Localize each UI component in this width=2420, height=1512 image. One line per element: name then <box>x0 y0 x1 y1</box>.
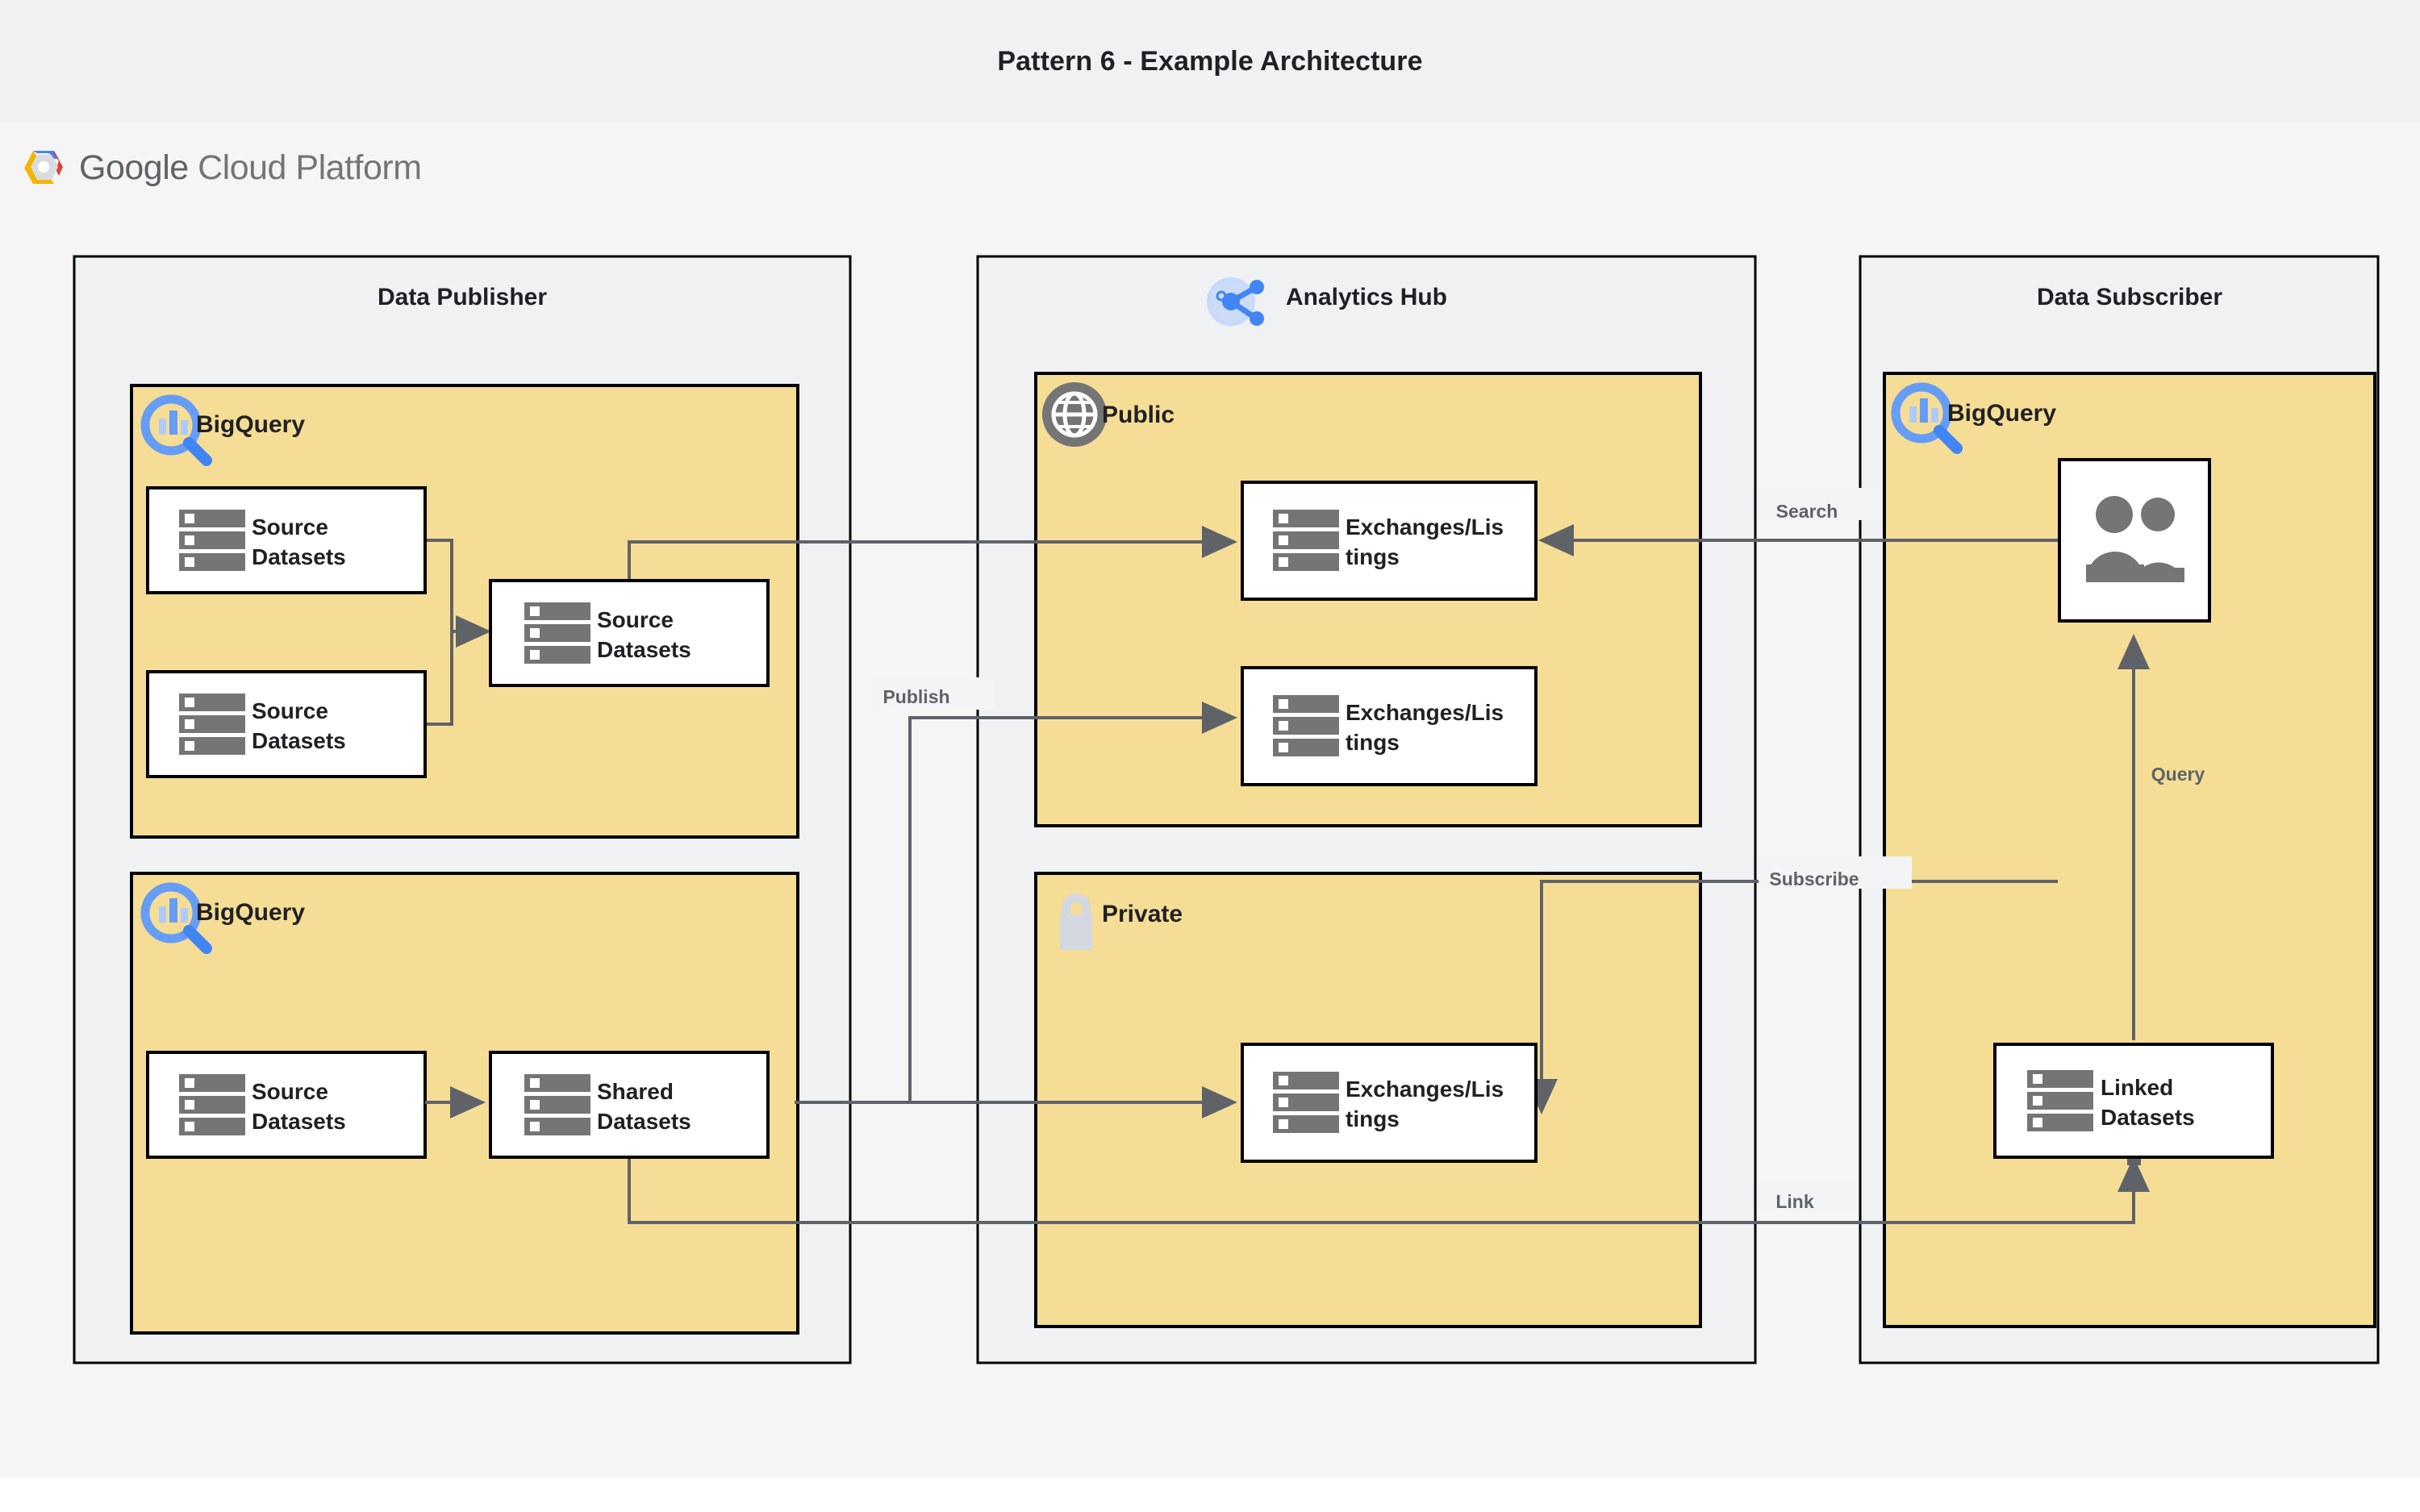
gcp-logo: Google Cloud Platform <box>23 147 422 189</box>
edge-label-query-text: Query <box>2151 764 2205 785</box>
dataset-icon <box>179 510 245 571</box>
connector-src2-to-src3 <box>425 631 453 726</box>
node-users[interactable] <box>2058 458 2211 623</box>
node-linked-ds[interactable]: Linked Datasets <box>1993 1043 2274 1159</box>
dataset-icon <box>1273 695 1339 756</box>
users-icon <box>2086 496 2184 582</box>
lock-icon <box>1060 893 1092 950</box>
panel-hub-private-title: Private <box>1102 901 1183 927</box>
connector-src3-to-exch-public-1 <box>628 526 1237 582</box>
panel-hub-public-title: Public <box>1102 402 1175 428</box>
edge-label-subscribe: Subscribe <box>1759 856 1912 889</box>
node-src-ds-3-label-line2: Datasets <box>597 637 691 662</box>
connector-src1-to-src3 <box>425 539 453 631</box>
panel-hub-private[interactable]: Private <box>1034 872 1702 1328</box>
panel-publisher-bigquery-top-title: BigQuery <box>196 411 305 438</box>
connector-link-to-linked-datasets <box>628 1155 2150 1224</box>
node-src-ds-3[interactable]: Source Datasets <box>489 579 770 687</box>
node-exch-public-1[interactable]: Exchanges/Lis tings <box>1241 481 1538 601</box>
dataset-icon <box>179 694 245 755</box>
node-src-ds-2-label-line1: Source <box>252 698 328 723</box>
edge-label-link: Link <box>1759 1179 1855 1212</box>
node-src-ds-1-label-line2: Datasets <box>252 544 346 569</box>
edge-label-publish: Publish <box>873 677 994 710</box>
dataset-icon <box>1273 1072 1339 1133</box>
node-exch-private-1-label-line2: tings <box>1346 1106 1400 1131</box>
node-exch-public-1-label-line1: Exchanges/Lis <box>1346 514 1504 539</box>
zone-analytics-hub-title: Analytics Hub <box>1286 284 1447 310</box>
gcp-hexagon-icon <box>24 151 63 184</box>
node-exch-public-2[interactable]: Exchanges/Lis tings <box>1241 666 1538 786</box>
node-linked-ds-label-line2: Datasets <box>2101 1105 2195 1130</box>
node-src-ds-2[interactable]: Source Datasets <box>146 670 427 778</box>
bigquery-magnifier-icon <box>140 394 212 466</box>
edge-label-search: Search <box>1759 488 1880 522</box>
bigquery-magnifier-icon <box>1891 382 1963 454</box>
page-title: Pattern 6 - Example Architecture <box>997 45 1423 77</box>
node-users-rect <box>2058 458 2211 623</box>
connector-subscribe-path <box>1540 880 2058 1102</box>
zone-data-subscriber-title: Data Subscriber <box>2037 284 2222 310</box>
node-src-ds-1[interactable]: Source Datasets <box>146 486 427 594</box>
bigquery-magnifier-icon <box>140 882 212 954</box>
dataset-icon <box>524 1074 590 1135</box>
node-src-ds-1-label-line1: Source <box>252 514 328 539</box>
gcp-logo-brand: Google <box>79 148 189 187</box>
node-exch-public-2-label-line2: tings <box>1346 730 1400 755</box>
panel-hub-private-rect <box>1034 872 1702 1328</box>
node-linked-ds-label-line1: Linked <box>2101 1075 2173 1100</box>
edge-label-subscribe-text: Subscribe <box>1769 868 1859 889</box>
node-src-ds-3-label-line1: Source <box>597 607 674 632</box>
dataset-icon <box>179 1074 245 1135</box>
gcp-logo-text: Google Cloud Platform <box>79 148 422 188</box>
zone-data-publisher-title: Data Publisher <box>378 284 547 310</box>
globe-icon <box>1042 382 1107 447</box>
node-src-ds-4[interactable]: Source Datasets <box>146 1051 427 1159</box>
dataset-icon <box>524 602 590 664</box>
edge-label-link-text: Link <box>1775 1191 1813 1212</box>
dataset-icon <box>1273 510 1339 571</box>
panel-subscriber-bigquery-title: BigQuery <box>1947 400 2056 427</box>
node-exch-private-1-label-line1: Exchanges/Lis <box>1346 1077 1504 1102</box>
node-src-ds-2-label-line2: Datasets <box>252 728 346 753</box>
node-shared-ds[interactable]: Shared Datasets <box>489 1051 770 1159</box>
title-band: Pattern 6 - Example Architecture <box>0 0 2420 123</box>
node-src-ds-4-label-line2: Datasets <box>252 1109 346 1134</box>
edge-label-publish-text: Publish <box>882 686 949 707</box>
node-exch-private-1[interactable]: Exchanges/Lis tings <box>1241 1043 1538 1163</box>
gcp-logo-product: Cloud Platform <box>198 148 422 187</box>
node-exch-public-2-label-line1: Exchanges/Lis <box>1346 700 1504 725</box>
node-shared-ds-label-line2: Datasets <box>597 1109 691 1134</box>
node-exch-public-1-label-line2: tings <box>1346 544 1400 569</box>
node-src-ds-4-label-line1: Source <box>252 1079 328 1104</box>
analytics-hub-share-icon <box>1207 277 1264 326</box>
dataset-icon <box>2027 1070 2093 1131</box>
edge-label-search-text: Search <box>1776 501 1838 522</box>
node-shared-ds-label-line1: Shared <box>597 1079 674 1104</box>
panel-publisher-bigquery-bottom-title: BigQuery <box>196 899 305 926</box>
edge-label-query: Query <box>2151 764 2205 785</box>
